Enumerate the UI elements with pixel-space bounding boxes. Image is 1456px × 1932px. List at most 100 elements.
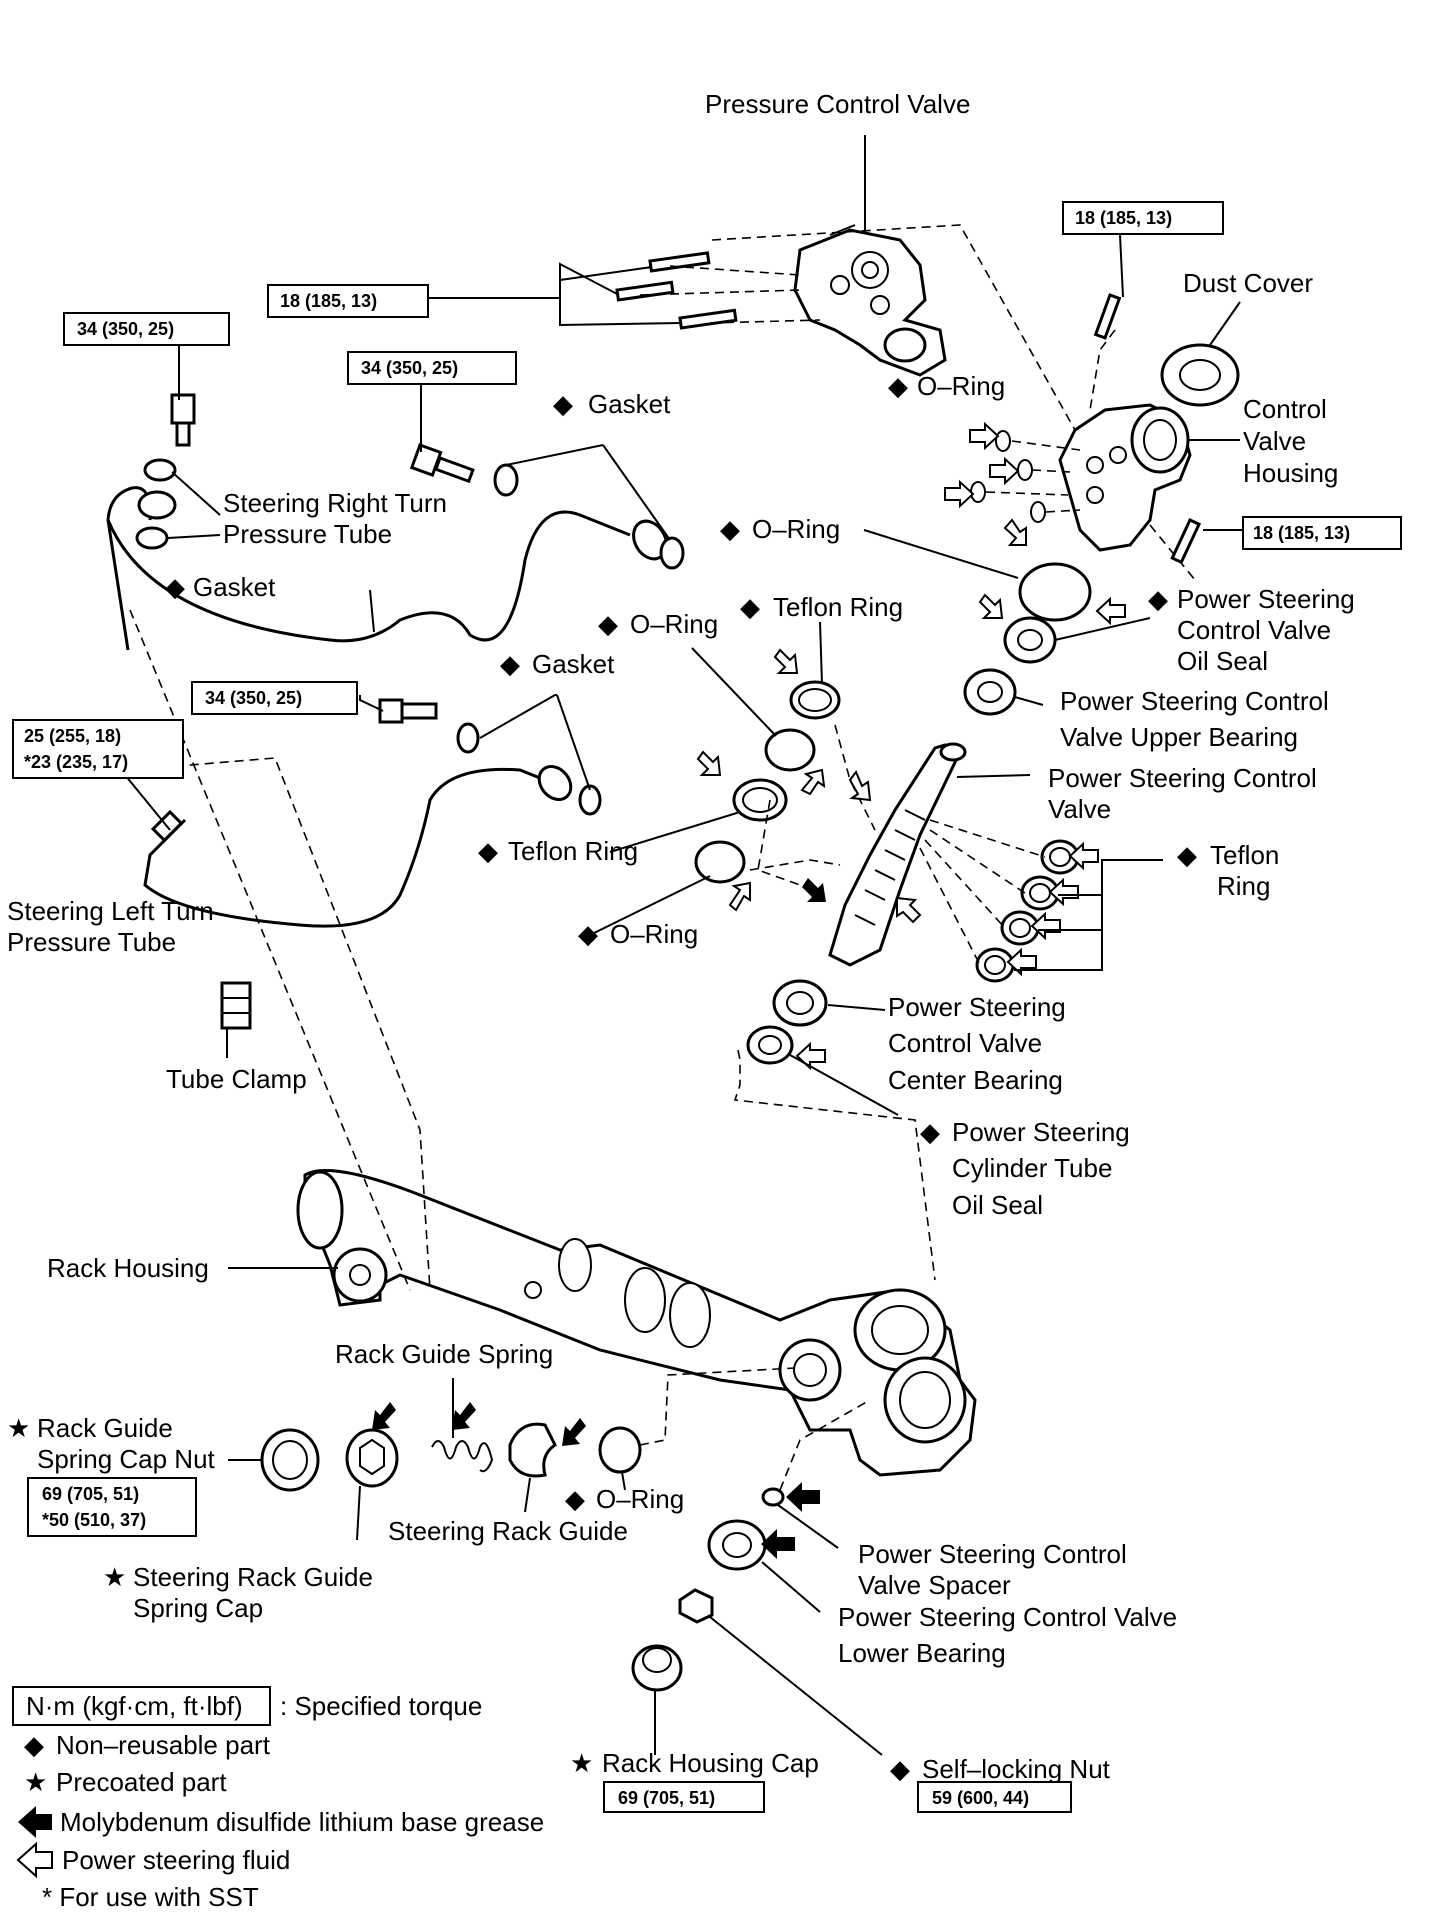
label-gasket-3: Gasket	[532, 649, 615, 679]
legend-precoated: Precoated part	[56, 1767, 227, 1797]
non-reusable-symbol: ◆	[578, 919, 598, 949]
steering-rack-guide-drawing	[508, 1422, 557, 1478]
rack-housing-cap-drawing	[631, 1644, 683, 1692]
legend-non-reusable-symbol: ◆	[24, 1730, 44, 1760]
label-oil-seal-2: Control Valve	[1177, 615, 1331, 645]
ps-control-valve-drawing	[828, 742, 967, 967]
torque-box-union-3: 34 (350, 25)	[191, 681, 358, 715]
washer-2	[135, 526, 169, 550]
spacer-drawing	[761, 1487, 785, 1507]
label-upper-bearing-2: Valve Upper Bearing	[1060, 722, 1298, 752]
non-reusable-symbol: ◆	[740, 592, 760, 622]
union-bolt-2	[409, 443, 475, 484]
label-cylinder-oil-seal-2: Cylinder Tube	[952, 1153, 1112, 1183]
torque-box-top-left: 18 (185, 13)	[267, 284, 429, 318]
precoated-symbol: ★	[570, 1748, 593, 1778]
torque-box-cap-nut: 69 (705, 51) *50 (510, 37)	[27, 1477, 197, 1537]
cylinder-tube-oil-seal-drawing	[746, 1025, 794, 1065]
label-lower-bearing-1: Power Steering Control Valve	[838, 1602, 1177, 1632]
right-turn-pressure-tube	[106, 486, 668, 651]
legend-open-arrow-icon	[16, 1841, 53, 1879]
torque-box-top-right: 18 (185, 13)	[1062, 201, 1224, 235]
spring-cap-drawing	[345, 1428, 399, 1488]
label-o-ring-low: O–Ring	[610, 919, 698, 949]
torque-box-self-locking: 59 (600, 44)	[917, 1781, 1072, 1813]
legend-non-reusable: Non–reusable part	[56, 1730, 271, 1760]
label-pressure-control-valve: Pressure Control Valve	[705, 89, 970, 119]
housing-o-rings	[970, 430, 1046, 523]
label-steering-left-turn-1: Steering Left Turn	[7, 896, 214, 926]
non-reusable-symbol: ◆	[1148, 584, 1168, 614]
label-center-bearing-2: Control Valve	[888, 1028, 1042, 1058]
label-ps-control-valve-1: Power Steering Control	[1048, 763, 1317, 793]
label-rack-housing-cap: Rack Housing Cap	[602, 1748, 819, 1778]
legend-sst: * For use with SST	[42, 1882, 259, 1912]
svg-text:*23 (235, 17): *23 (235, 17)	[24, 752, 128, 772]
label-control-valve-housing-3: Housing	[1243, 458, 1338, 488]
label-o-ring-mid: O–Ring	[752, 514, 840, 544]
torque-box-left-union: 34 (350, 25)	[63, 312, 230, 346]
control-valve-housing-drawing	[1058, 403, 1192, 552]
svg-text:34 (350, 25): 34 (350, 25)	[361, 358, 458, 378]
union-bolt-1	[170, 393, 196, 447]
label-gasket-2: Gasket	[193, 572, 276, 602]
washer-4	[659, 536, 685, 570]
svg-text:*50 (510, 37): *50 (510, 37)	[42, 1510, 146, 1530]
grease-arrows-filled	[372, 878, 826, 1559]
label-spring-cap-1: Steering Rack Guide	[133, 1562, 373, 1592]
legend-torque-desc: : Specified torque	[280, 1691, 482, 1721]
label-gasket-1: Gasket	[588, 389, 671, 419]
non-reusable-symbol: ◆	[598, 609, 618, 639]
svg-text:69 (705, 51): 69 (705, 51)	[618, 1788, 715, 1808]
torque-box-union-2: 34 (350, 25)	[347, 351, 517, 385]
svg-text:18 (185, 13): 18 (185, 13)	[280, 291, 377, 311]
housing-bolt-right	[1170, 518, 1202, 565]
svg-text:69 (705, 51): 69 (705, 51)	[42, 1484, 139, 1504]
label-self-locking-nut: Self–locking Nut	[922, 1754, 1111, 1784]
label-o-ring-bottom: O–Ring	[596, 1484, 684, 1514]
o-ring-bottom-drawing	[598, 1426, 642, 1474]
lower-bearing-drawing	[707, 1519, 767, 1571]
washer-5	[456, 722, 480, 754]
label-spring-cap-2: Spring Cap	[133, 1593, 263, 1623]
torque-box-left-turn: 25 (255, 18) *23 (235, 17)	[12, 719, 184, 779]
label-control-valve-housing-1: Control	[1243, 394, 1327, 424]
legend-torque-units: N·m (kgf·cm, ft·lbf)	[26, 1691, 243, 1721]
center-bearing-drawing	[772, 979, 828, 1027]
label-rack-guide-spring: Rack Guide Spring	[335, 1339, 553, 1369]
legend-precoated-symbol: ★	[24, 1767, 47, 1797]
legend: N·m (kgf·cm, ft·lbf) : Specified torque …	[12, 1686, 544, 1912]
svg-text:18 (185, 13): 18 (185, 13)	[1253, 523, 1350, 543]
washer-3	[493, 463, 519, 497]
label-teflon-ring-left: Teflon Ring	[508, 836, 638, 866]
label-cap-nut-1: Rack Guide	[37, 1413, 173, 1443]
non-reusable-symbol: ◆	[920, 1117, 940, 1147]
rack-guide-spring-drawing	[431, 1440, 494, 1473]
pressure-control-valve-drawing	[793, 224, 947, 377]
dust-cover-drawing	[1160, 343, 1240, 407]
tube-clamp-drawing	[220, 981, 252, 1030]
label-o-ring-left: O–Ring	[630, 609, 718, 639]
non-reusable-symbol: ◆	[890, 1754, 910, 1784]
label-spacer-2: Valve Spacer	[858, 1570, 1011, 1600]
svg-text:25 (255, 18): 25 (255, 18)	[24, 726, 121, 746]
label-dust-cover: Dust Cover	[1183, 268, 1313, 298]
svg-text:59 (600, 44): 59 (600, 44)	[932, 1788, 1029, 1808]
legend-ps-fluid: Power steering fluid	[62, 1845, 290, 1875]
legend-moly-grease: Molybdenum disulfide lithium base grease	[60, 1807, 544, 1837]
label-cylinder-oil-seal-3: Oil Seal	[952, 1190, 1043, 1220]
label-teflon-ring-right-2: Ring	[1217, 871, 1270, 901]
non-reusable-symbol: ◆	[1177, 840, 1197, 870]
label-control-valve-housing-2: Valve	[1243, 426, 1306, 456]
label-teflon-ring-top: Teflon Ring	[773, 592, 903, 622]
o-ring-left-drawing	[764, 728, 816, 772]
label-oil-seal-1: Power Steering	[1177, 584, 1355, 614]
leader-lines	[124, 135, 1243, 1756]
svg-text:34 (350, 25): 34 (350, 25)	[205, 688, 302, 708]
label-center-bearing-1: Power Steering	[888, 992, 1066, 1022]
svg-text:34 (350, 25): 34 (350, 25)	[77, 319, 174, 339]
label-teflon-ring-right-1: Teflon	[1210, 840, 1279, 870]
precoated-symbol: ★	[103, 1562, 126, 1592]
washer-1	[143, 458, 177, 482]
